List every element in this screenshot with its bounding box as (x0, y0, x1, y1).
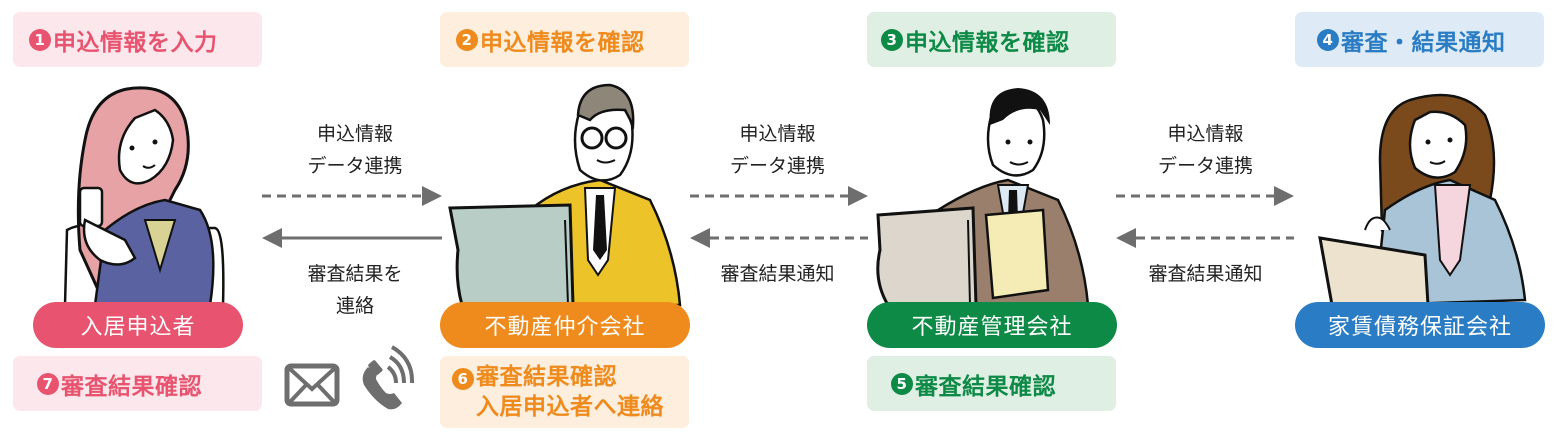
step-5-check-result: 5 審査結果確認 (867, 356, 1116, 411)
step-text: 申込情報を確認 (905, 29, 1070, 56)
flow-label-line: 審査結果通知 (720, 263, 835, 285)
flow2-back-arrow (690, 228, 868, 248)
step-4-screening-notification: 4 審査・結果通知 (1295, 12, 1544, 67)
step-7-check-result: 7 審査結果確認 (13, 356, 262, 411)
flow2-forward-arrow (690, 186, 868, 206)
flow3-back-arrow (1116, 228, 1294, 248)
flow-label-line: 審査結果通知 (1148, 263, 1263, 285)
flow-label-line: 審査結果を (307, 263, 403, 285)
step-number-badge: 3 (881, 28, 903, 51)
guarantor-illustration (1318, 93, 1527, 307)
step-number-badge: 1 (29, 28, 51, 51)
step-text: 審査結果確認 (61, 373, 202, 400)
flow1-back-arrow (262, 228, 442, 248)
flow-label-line: データ連携 (1157, 155, 1253, 177)
flow2-forward-label: 申込情報 データ連携 (690, 118, 865, 182)
step-text: 審査結果確認 (915, 373, 1056, 400)
actor-rent-guarantor: 家賃債務保証会社 (1295, 302, 1545, 348)
flow1-forward-label: 申込情報 データ連携 (270, 118, 440, 182)
flow-label-line: データ連携 (729, 155, 825, 177)
flow1-forward-arrow (262, 186, 442, 206)
step-text: 審査・結果通知 (1341, 29, 1506, 56)
step-line-2: 入居申込者へ連絡 (476, 394, 664, 420)
applicant-illustration (63, 86, 225, 308)
step-number-badge: 5 (891, 372, 913, 395)
step-3-confirm-application: 3 申込情報を確認 (867, 12, 1116, 67)
step-number-badge: 6 (452, 368, 474, 390)
mail-icon (284, 363, 340, 407)
flow3-forward-label: 申込情報 データ連携 (1118, 118, 1293, 182)
step-text: 審査結果確認 (476, 364, 617, 390)
actor-property-management: 不動産管理会社 (867, 302, 1117, 348)
step-text: 申込情報を確認 (480, 29, 645, 56)
step-1-input-application: 1 申込情報を入力 (13, 12, 262, 67)
management-illustration (876, 88, 1090, 307)
flow-label-line: 連絡 (335, 295, 374, 317)
flow-label-line: 申込情報 (739, 123, 816, 145)
actor-applicant: 入居申込者 (33, 302, 243, 348)
actor-real-estate-broker: 不動産仲介会社 (440, 302, 690, 348)
flow3-back-label: 審査結果通知 (1118, 258, 1293, 290)
step-text: 申込情報を入力 (53, 29, 218, 56)
flow-label-line: 申込情報 (316, 123, 393, 145)
flow1-back-label: 審査結果を 連絡 (270, 258, 440, 322)
flow2-back-label: 審査結果通知 (690, 258, 865, 290)
step-number-badge: 4 (1317, 28, 1339, 51)
flow-label-line: 申込情報 (1167, 123, 1244, 145)
flow-label-line: データ連携 (307, 155, 403, 177)
phone-icon (362, 345, 415, 410)
flow3-forward-arrow (1116, 186, 1294, 206)
broker-illustration (448, 83, 682, 307)
step-number-badge: 7 (37, 372, 59, 395)
step-number-badge: 2 (456, 28, 478, 51)
step-2-confirm-application: 2 申込情報を確認 (440, 12, 689, 67)
